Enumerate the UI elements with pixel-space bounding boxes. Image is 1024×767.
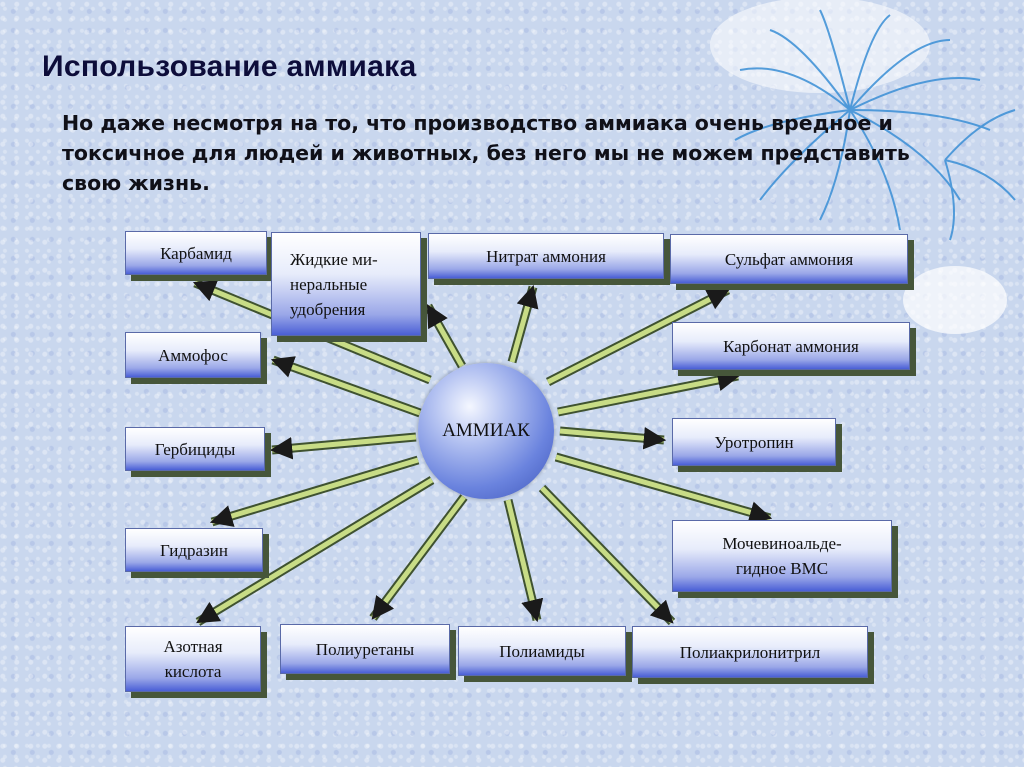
arrow-to-poliakrilonitril	[538, 484, 676, 626]
node-label: Нитрат аммония	[486, 246, 606, 266]
arrow-to-sulfat-ammoniya	[545, 285, 731, 387]
node-gerbicidy: Гербициды	[125, 427, 265, 471]
arrow-to-mochevinoaldegidnoe-vms	[554, 452, 773, 524]
arrow-to-poliamidy	[503, 498, 544, 623]
node-azotnaya-kislota: Азотная кислота	[125, 626, 261, 692]
node-label: Азотная кислота	[163, 637, 223, 681]
node-label: Уротропин	[714, 432, 794, 452]
node-label: Гидразин	[160, 540, 228, 560]
arrow-to-zhidkie-udobreniya	[424, 303, 466, 369]
node-label: Гербициды	[154, 439, 236, 459]
node-poliamidy: Полиамиды	[458, 626, 626, 676]
arrow-to-gerbicidy	[269, 432, 417, 460]
node-label: Сульфат аммония	[724, 249, 854, 269]
slide-subtitle: Но даже несмотря на то, что производство…	[62, 111, 910, 195]
arrow-to-gidrazin	[209, 455, 420, 527]
center-label: АММИАК	[442, 420, 530, 441]
node-mochevinoaldegidnoe-vms: Мочевиноальде- гидное ВМС	[672, 520, 892, 592]
node-label: Полиуретаны	[315, 639, 415, 659]
node-label: Полиамиды	[499, 641, 585, 661]
node-urotropin: Уротропин	[672, 418, 836, 466]
slide-title: Использование аммиака	[42, 50, 417, 83]
node-sulfat-ammoniya: Сульфат аммония	[670, 234, 908, 284]
node-ammofos: Аммофос	[125, 332, 261, 378]
node-label: Жидкие ми- неральные удобрения	[290, 249, 378, 319]
node-karbonat-ammoniya: Карбонат аммония	[672, 322, 910, 370]
arrow-to-ammofos	[270, 355, 422, 418]
node-poliakrilonitril: Полиакрилонитрил	[632, 626, 868, 678]
arrow-to-poliuretany	[369, 494, 468, 621]
node-gidrazin: Гидразин	[125, 528, 263, 572]
node-karbamid: Карбамид	[125, 231, 267, 275]
center-node-ammiak: АММИАК	[418, 363, 554, 499]
node-label: Мочевиноальде- гидное ВМС	[722, 534, 842, 578]
node-nitrat-ammoniya: Нитрат аммония	[428, 233, 664, 279]
node-label: Карбамид	[160, 243, 232, 263]
node-poliuretany: Полиуретаны	[280, 624, 450, 674]
arrow-to-nitrat-ammoniya	[507, 284, 539, 364]
arrow-to-urotropin	[559, 426, 667, 450]
node-label: Карбонат аммония	[723, 336, 859, 356]
node-zhidkie-udobreniya: Жидкие ми- неральные удобрения	[271, 232, 421, 336]
arrow-to-azotnaya-kislota	[195, 476, 435, 626]
node-label: Полиакрилонитрил	[679, 642, 821, 662]
arrow-to-karbonat-ammoniya	[557, 368, 741, 417]
node-label: Аммофос	[158, 345, 228, 365]
firework-decoration	[734, 9, 1016, 241]
